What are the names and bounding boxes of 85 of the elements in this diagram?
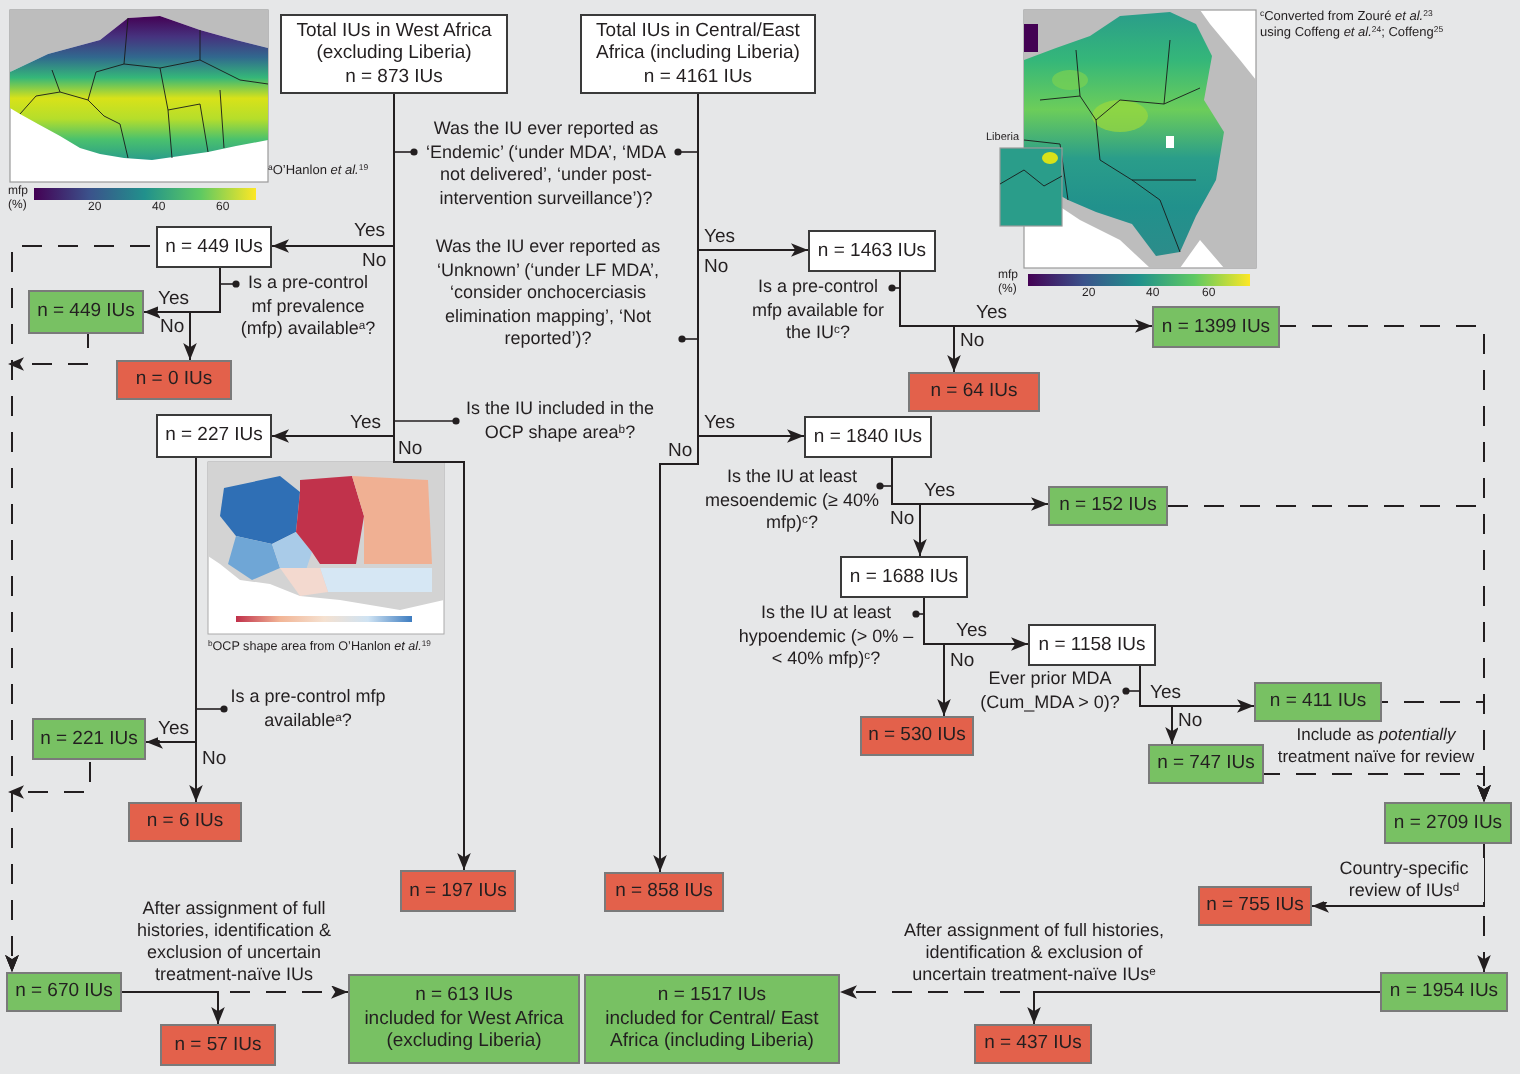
leader-line	[393, 148, 418, 156]
edge-label: Yes	[704, 412, 735, 434]
count-text: n = 1517 IUs	[657, 984, 767, 1008]
count-text: n = 4161 IUs	[643, 65, 753, 89]
leader-line	[678, 335, 699, 343]
outcome-box: n = 6 IUs	[128, 802, 242, 842]
count-box	[580, 14, 816, 94]
outcome-box: n = 747 IUs	[1148, 744, 1264, 784]
edge-label: No	[202, 748, 227, 770]
branch-label: No	[362, 250, 387, 272]
edge-label: Yes	[976, 302, 1007, 324]
edge-label: Country-specific review of IUs$^{d}$	[1324, 858, 1484, 902]
box-caption: included for West Africa (excluding Liberia)	[362, 1007, 566, 1054]
question-text: Is the IU included in the OCP shape area$^{b}$?	[456, 398, 664, 444]
edge-label: Yes	[704, 226, 735, 248]
question-text: Is the IU at least hypoendemic (> 0% – < 40% mfp)$^{c}$?	[736, 602, 916, 671]
outcome-box: n = 670 IUs	[6, 972, 122, 1012]
box-title: Total IUs in West Africa (excluding Liberia)	[294, 19, 494, 66]
leader-line	[876, 482, 893, 490]
outcome-box: n = 152 IUs	[1048, 486, 1168, 526]
count-box: n = 1840 IUs	[804, 416, 932, 458]
question-text: Is a pre-control mf prevalence (mfp) available$^{a}$?	[236, 272, 380, 341]
outcome-box	[584, 974, 840, 1064]
edge-label: No	[668, 440, 693, 462]
leader-line	[888, 284, 901, 292]
outcome-box: n = 221 IUs	[32, 718, 146, 760]
leader-line	[219, 280, 240, 288]
count-box: n = 1463 IUs	[808, 230, 936, 272]
outcome-box: n = 2709 IUs	[1384, 802, 1512, 844]
outcome-box: n = 197 IUs	[400, 870, 516, 912]
question-text: Is a pre-control mfp available for the IU$^{c}$?	[744, 276, 892, 345]
count-box: n = 449 IUs	[156, 226, 272, 268]
edge-label: Yes	[158, 288, 189, 310]
arrow	[1027, 991, 1381, 1025]
count-box: n = 1688 IUs	[840, 556, 968, 598]
edge-label: No	[890, 508, 915, 530]
question-text: Ever prior MDA (Cum_MDA > 0)?	[974, 668, 1126, 714]
outcome-box	[348, 974, 580, 1064]
question-text: Was the IU ever reported as ‘Unknown’ (‘under LF MDA’, ‘consider onchocerciasis elimination mapping’, ‘Not reported’)?	[414, 236, 682, 351]
arrow	[899, 271, 961, 373]
outcome-box: n = 1954 IUs	[1380, 972, 1508, 1012]
question-text: Is the IU at least mesoendemic (≥ 40% mfp)$^{c}$?	[704, 466, 880, 535]
arrow	[121, 991, 225, 1025]
question-text: Is a pre-control mfp available$^{a}$?	[224, 686, 392, 732]
edge-label: Yes	[956, 620, 987, 642]
edge-label: Yes	[924, 480, 955, 502]
arrow	[189, 457, 203, 803]
leader-line	[1122, 687, 1141, 695]
edge-label: No	[1178, 710, 1203, 732]
edge-label: No	[160, 316, 185, 338]
edge-label: Include as potentially treatment naïve for review	[1272, 724, 1480, 768]
leader-line	[912, 610, 925, 618]
question-text: Was the IU ever reported as ‘Endemic’ (‘under MDA’, ‘MDA not delivered’, ‘under post-intervention surveillance’)?	[414, 118, 678, 210]
leader-line	[195, 705, 228, 713]
outcome-box: n = 437 IUs	[974, 1024, 1092, 1064]
edge-label: No	[398, 438, 423, 460]
count-box	[280, 14, 508, 94]
edge-label: Yes	[1150, 682, 1181, 704]
leader-line	[674, 148, 699, 156]
edge-label: No	[960, 330, 985, 352]
outcome-box: n = 57 IUs	[160, 1024, 276, 1066]
dashed-arrow	[1263, 773, 1491, 803]
edge-label: Yes	[354, 220, 385, 242]
edge-label: Yes	[350, 412, 381, 434]
arrow	[891, 457, 927, 557]
edge-label: Yes	[158, 718, 189, 740]
count-box: n = 227 IUs	[156, 414, 272, 458]
count-text: n = 873 IUs	[345, 65, 443, 89]
box-caption: included for Central/ East Africa (including Liberia)	[603, 1007, 821, 1054]
branch-label: No	[704, 256, 729, 278]
leader-line	[393, 417, 460, 425]
outcome-box: n = 411 IUs	[1254, 682, 1382, 722]
box-title: Total IUs in Central/East Africa (including Liberia)	[594, 19, 802, 66]
outcome-box: n = 449 IUs	[28, 290, 144, 334]
outcome-box: n = 1399 IUs	[1152, 306, 1280, 348]
arrow	[183, 267, 221, 361]
arrow	[923, 597, 951, 717]
outcome-box: n = 0 IUs	[116, 360, 232, 400]
count-box: n = 1158 IUs	[1028, 624, 1156, 666]
outcome-box: n = 755 IUs	[1198, 886, 1312, 926]
edge-label: No	[950, 650, 975, 672]
count-text: n = 613 IUs	[415, 984, 513, 1008]
outcome-box: n = 530 IUs	[860, 716, 974, 756]
outcome-box: n = 858 IUs	[604, 872, 724, 912]
outcome-box: n = 64 IUs	[908, 372, 1040, 412]
